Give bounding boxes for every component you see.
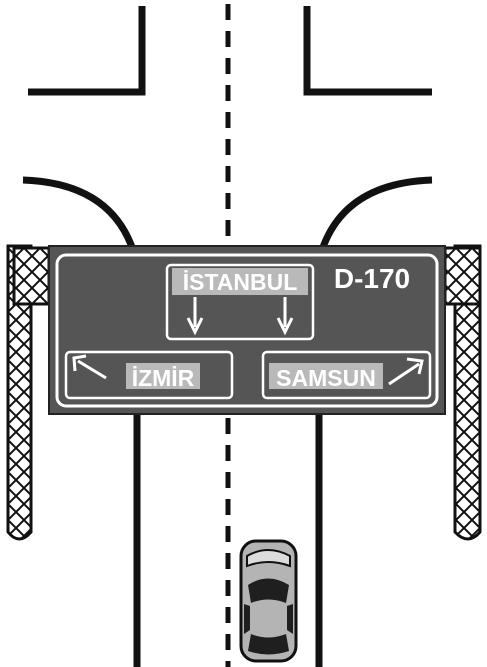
car-icon — [241, 541, 296, 661]
route-number: D-170 — [334, 263, 410, 294]
straight-destination-label: İSTANBUL — [183, 269, 298, 295]
direction-sign: İSTANBUL D-170 İZMİR SAMSUN — [49, 246, 445, 414]
car-windshield — [248, 579, 289, 604]
car-left-window — [244, 604, 250, 634]
right-curve-curb — [322, 180, 432, 250]
left-guardrail — [8, 246, 49, 539]
car-roof — [252, 606, 285, 631]
right-destination-label: SAMSUN — [276, 365, 376, 391]
right-sign-post-box — [445, 248, 480, 304]
top-right-curb — [307, 6, 432, 92]
top-left-curb — [28, 6, 142, 92]
car-right-window — [287, 604, 293, 634]
left-sign-post-box — [14, 248, 49, 304]
intersection-curves — [23, 180, 432, 250]
left-destination-label: İZMİR — [132, 365, 195, 391]
left-curve-curb — [23, 180, 133, 250]
right-guardrail — [445, 246, 480, 539]
